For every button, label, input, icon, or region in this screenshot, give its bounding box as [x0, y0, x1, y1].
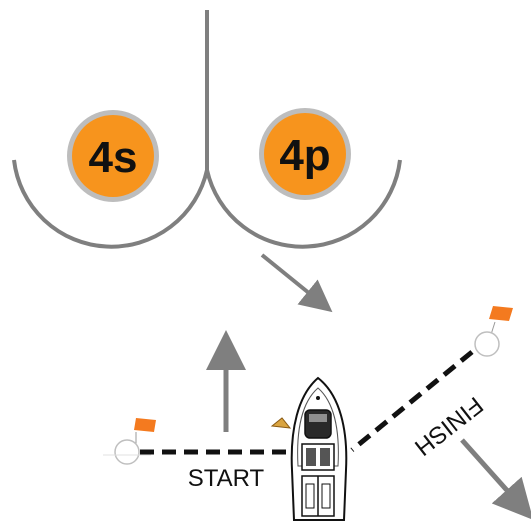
boat-icon	[290, 376, 348, 521]
badge-4s-label: 4s	[89, 133, 138, 182]
port-turn-arc	[205, 159, 402, 249]
start-flag-icon	[134, 418, 156, 432]
finish-buoy	[474, 306, 513, 357]
badge-4s: 4s	[67, 110, 159, 202]
badge-4p: 4p	[259, 108, 351, 200]
exit-path-arrow	[260, 253, 333, 313]
finish-flag-icon	[489, 306, 513, 321]
finish-line	[350, 350, 474, 452]
start-label: START	[188, 465, 265, 492]
starboard-turn-arc	[12, 159, 209, 249]
finish-label: FINISH	[409, 391, 488, 461]
boat-flag-icon	[270, 417, 292, 429]
start-buoy	[103, 418, 156, 465]
finish-exit-arrow	[460, 438, 531, 520]
badge-4p-label: 4p	[279, 131, 330, 180]
